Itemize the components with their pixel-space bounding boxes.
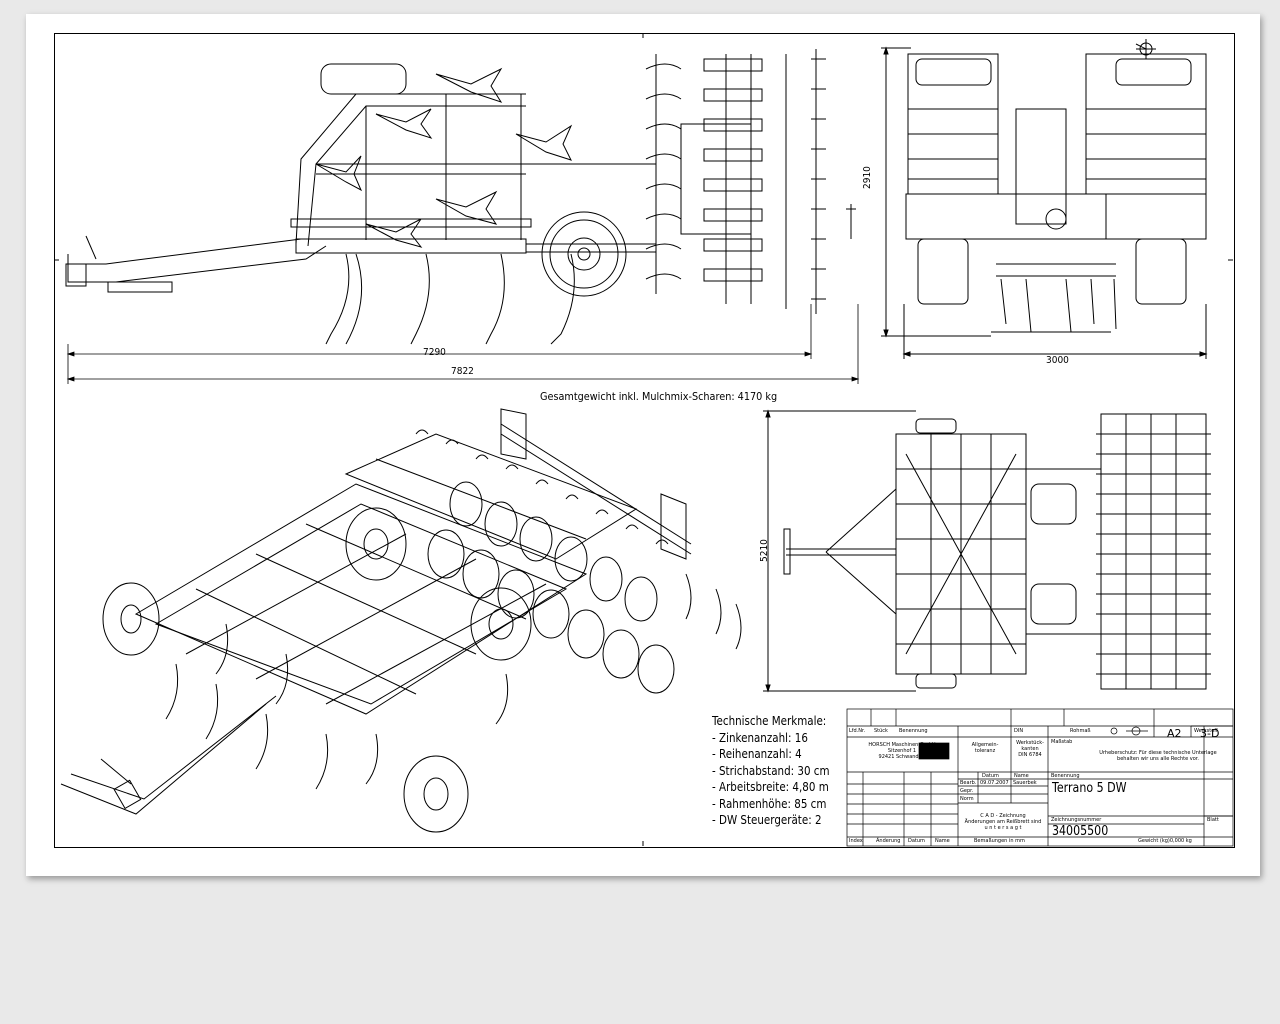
feature-item: - Zinkenanzahl: 16 <box>712 730 808 745</box>
side-rear-tines-1 <box>645 63 682 280</box>
tb-datum: Datum <box>982 773 999 779</box>
tb-bemassungen: Bemaßungen in mm <box>974 838 1025 844</box>
side-view <box>65 49 856 345</box>
feature-item: - Arbeitsbreite: 4,80 m <box>712 780 829 794</box>
dim-total-length: 7822 <box>451 366 474 377</box>
tb-benennung-value: Terrano 5 DW <box>1052 781 1127 796</box>
tb-view: 3-D <box>1200 727 1220 740</box>
isometric-view <box>60 408 742 833</box>
feature-item: - Rahmenhöhe: 85 cm <box>712 796 827 811</box>
tb-werk-l1: Werkstück- <box>1016 740 1044 746</box>
feature-item: - DW Steuergeräte: 2 <box>712 813 822 827</box>
dim-front-width: 3000 <box>1046 355 1069 366</box>
tb-zeichnungsnr-label: Zeichnungsnummer <box>1051 817 1102 823</box>
tb-aenderung: Änderung <box>876 838 901 844</box>
tb-gewicht: Gewicht (kg)0,000 kg <box>1138 838 1192 844</box>
tb-massstab: Maßstab <box>1051 739 1073 745</box>
tb-company: HORSCH Maschinen GmbH Sitzenhof 1 92421 … <box>852 742 952 760</box>
tb-cad-note: C A D - Zeichnung Änderungen am Reißbret… <box>960 813 1046 831</box>
technical-features-list: - Zinkenanzahl: 16 - Reihenanzahl: 4 - S… <box>712 730 830 829</box>
tb-format: A2 <box>1167 727 1182 740</box>
tb-norm: Norm <box>960 796 974 802</box>
tb-copyright-l2: behalten wir uns alle Rechte vor. <box>1117 756 1199 762</box>
technical-features: Technische Merkmale: - Zinkenanzahl: 16 … <box>712 713 830 829</box>
tb-name: Name <box>1014 773 1029 779</box>
tb-bearb-name: Sauerbek <box>1013 780 1037 786</box>
tb-zeichnungsnr: 34005500 <box>1052 824 1109 839</box>
tb-allg-l1: Allgemein- <box>971 742 999 748</box>
technical-drawing <box>54 33 1234 847</box>
tb-name2: Name <box>935 838 950 844</box>
tb-cad-l3: u n t e r s a g t <box>984 825 1022 831</box>
tb-index: Index <box>849 838 863 844</box>
tb-company-l3: 92421 Schwandorf <box>878 754 926 760</box>
feature-item: - Strichabstand: 30 cm <box>712 763 830 778</box>
tb-lfd-nr: Lfd.Nr. <box>849 728 866 734</box>
drawing-frame <box>54 33 1235 848</box>
tb-datum2: Datum <box>908 838 925 844</box>
tb-copyright: Urheberschutz: Für diese technische Unte… <box>1088 750 1228 762</box>
drawing-sheet: 7290 7822 2910 3000 5210 Gesamtgewicht i… <box>26 14 1260 876</box>
tb-werkstueckkanten: Werkstück- kanten DIN 6784 <box>1012 740 1048 758</box>
tb-stueck: Stück <box>874 728 888 734</box>
tb-allgemeintoleranz: Allgemein- toleranz <box>962 742 1008 754</box>
dim-frame-length: 7290 <box>423 347 446 358</box>
tb-bearb-date: 09.07.2007 <box>980 780 1009 786</box>
tb-benennung-hdr: Benennung <box>899 728 928 734</box>
side-discs <box>703 54 763 304</box>
tb-werk-l2: kanten <box>1021 746 1039 752</box>
top-view <box>763 409 1211 693</box>
tb-werk-l3: DIN 6784 <box>1018 752 1042 758</box>
tb-cad-l2: Änderungen am Reißbrett sind <box>964 819 1042 825</box>
tb-blatt: Blatt <box>1207 817 1219 823</box>
tb-bearb: Bearb. <box>960 780 977 786</box>
tb-werkstoff: Werkstoff <box>1194 728 1218 734</box>
tb-benennung-label: Benennung <box>1051 773 1080 779</box>
tb-company-l2: Sitzenhof 1 <box>887 748 917 754</box>
front-view <box>881 39 1208 359</box>
tb-copyright-l1: Urheberschutz: Für diese technische Unte… <box>1099 750 1217 756</box>
tb-company-l1: HORSCH Maschinen GmbH <box>868 742 936 748</box>
tb-allg-l2: toleranz <box>974 748 996 754</box>
tb-gepr: Gepr. <box>960 788 974 794</box>
tb-rohmass: Rohmaß <box>1070 728 1091 734</box>
dim-top-width: 5210 <box>759 539 770 562</box>
feature-item: - Reihenanzahl: 4 <box>712 747 802 761</box>
title-block-grid <box>846 708 1234 847</box>
tb-din: DIN <box>1014 728 1024 734</box>
dim-height: 2910 <box>862 166 873 189</box>
technical-features-title: Technische Merkmale: <box>712 714 827 728</box>
tb-cad-l1: C A D - Zeichnung <box>980 813 1026 819</box>
total-weight-caption: Gesamtgewicht inkl. Mulchmix-Scharen: 41… <box>540 390 778 403</box>
side-view-dimensions <box>66 304 860 384</box>
